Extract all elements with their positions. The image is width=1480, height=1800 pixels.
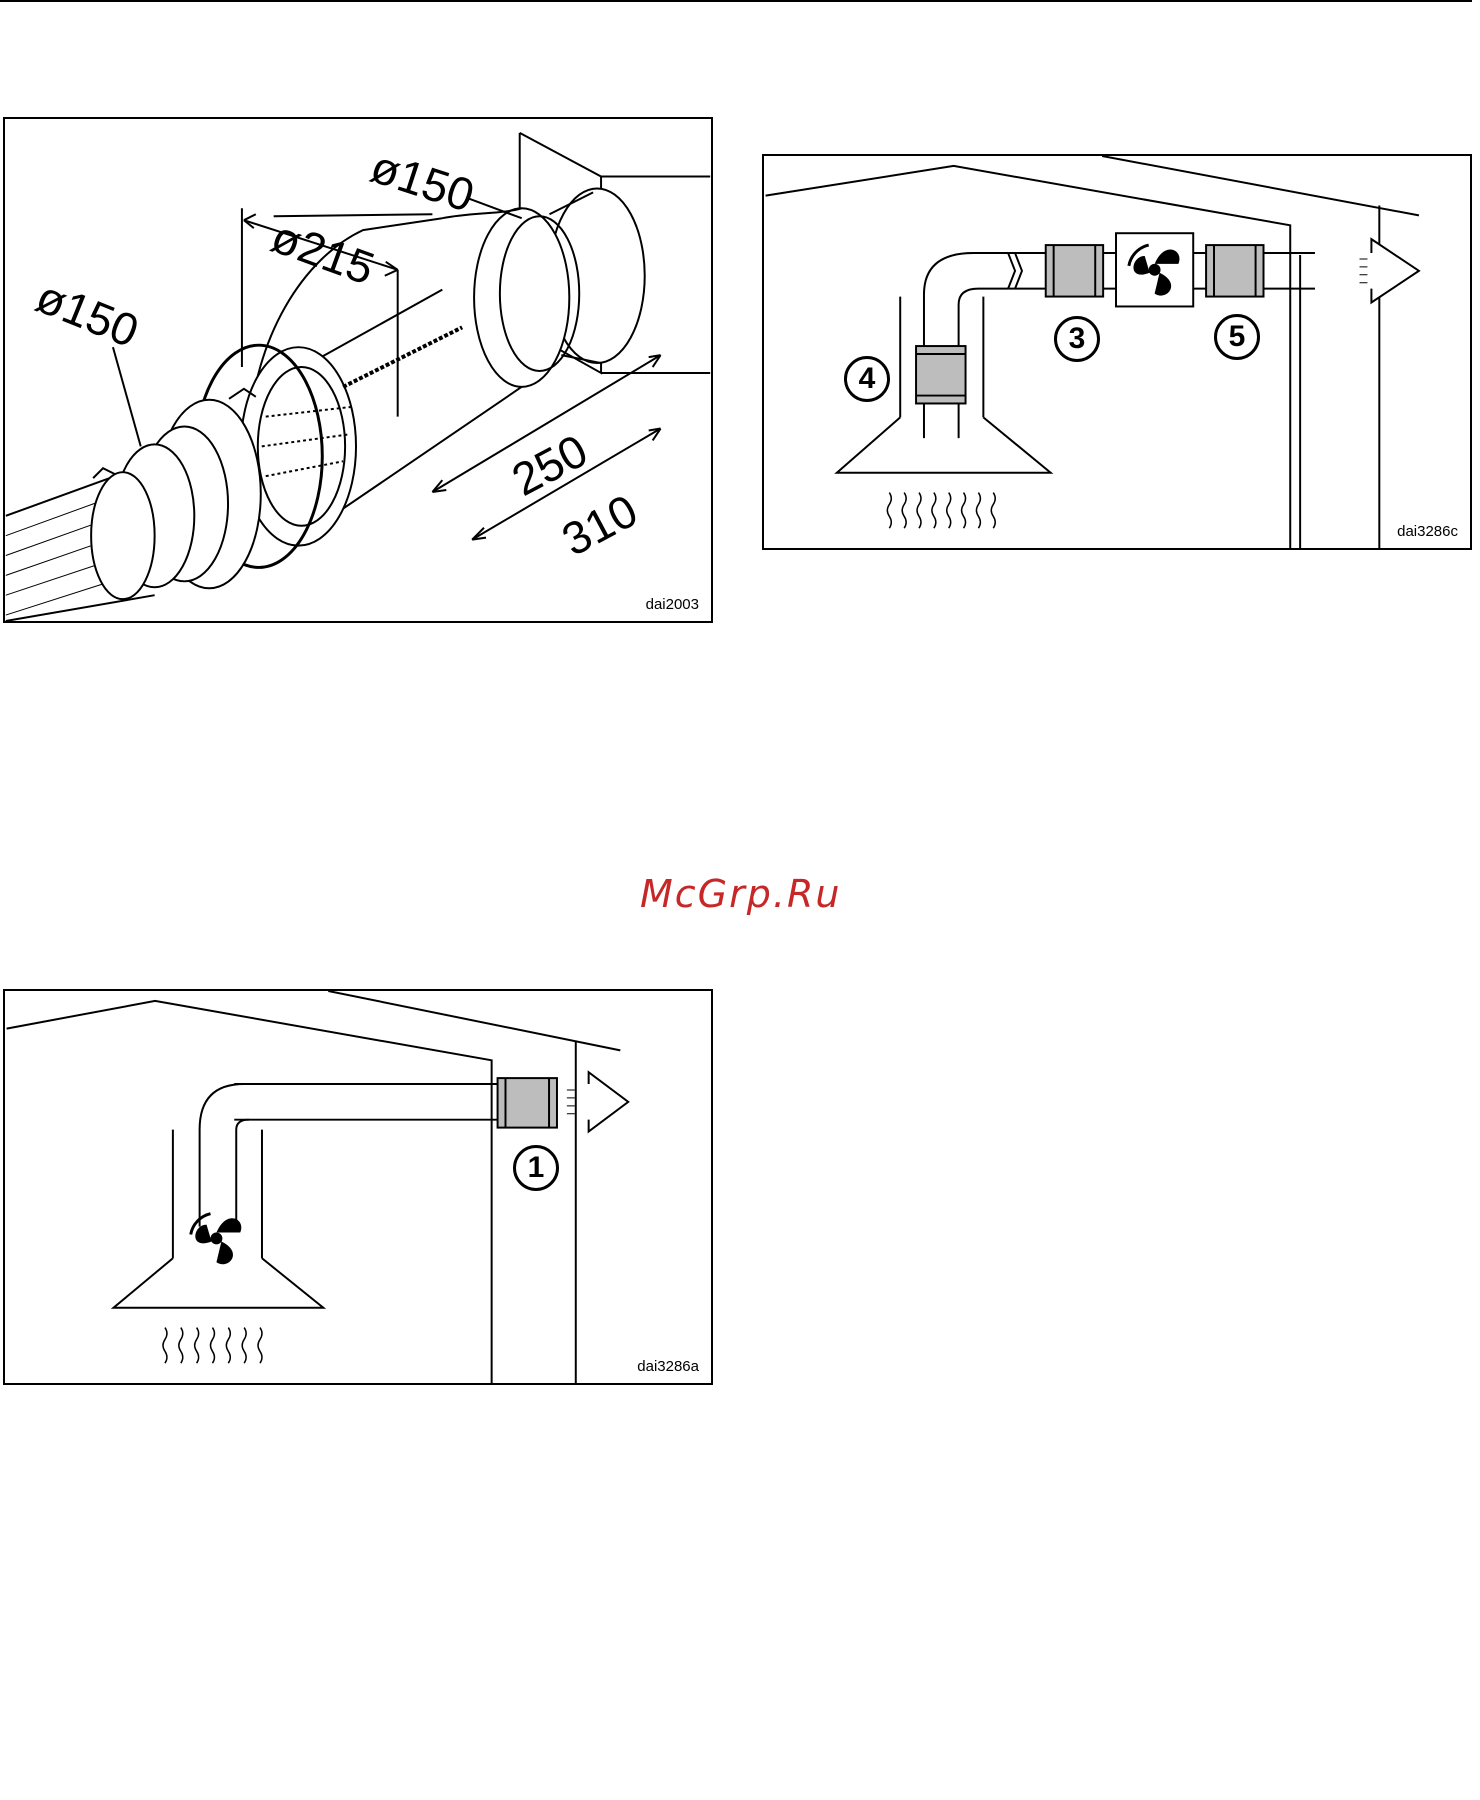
figure-code: dai3286a bbox=[637, 1358, 699, 1375]
top-rule bbox=[0, 0, 1472, 2]
figure-hood-internal-fan: 1 dai3286a bbox=[3, 989, 713, 1385]
hood-external-fan-drawing bbox=[764, 156, 1470, 548]
watermark: McGrp.Ru bbox=[640, 872, 841, 916]
figure-code: dai2003 bbox=[646, 596, 699, 613]
callout-1: 1 bbox=[513, 1145, 559, 1191]
hood-internal-fan-drawing bbox=[5, 991, 711, 1383]
callout-5: 5 bbox=[1214, 314, 1260, 360]
callout-4: 4 bbox=[844, 356, 890, 402]
figure-code: dai3286c bbox=[1397, 523, 1458, 540]
callout-3: 3 bbox=[1054, 316, 1100, 362]
figure-duct-filter: ø150 ø215 ø150 250 310 dai2003 bbox=[3, 117, 713, 623]
fan-icon bbox=[191, 1214, 242, 1264]
figure-hood-external-fan: 4 3 5 dai3286c bbox=[762, 154, 1472, 550]
